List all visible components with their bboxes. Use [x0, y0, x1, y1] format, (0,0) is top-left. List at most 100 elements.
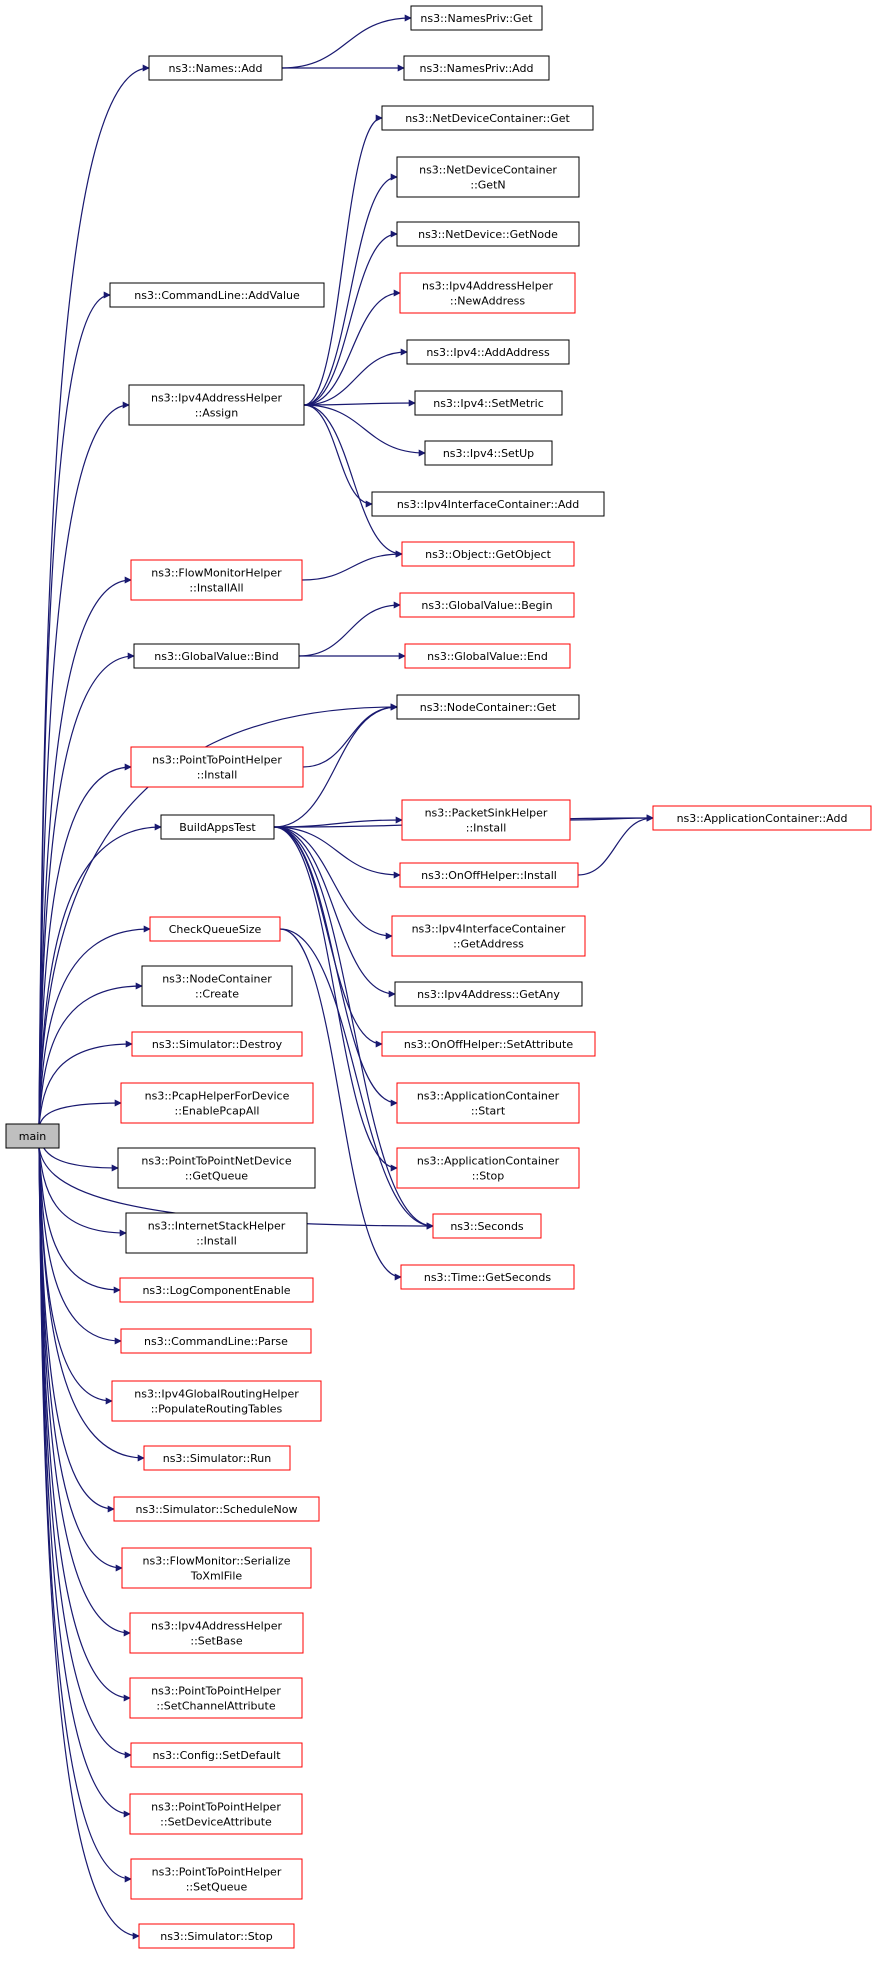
graph-node-logcomponentenable[interactable]: ns3::LogComponentEnable — [119, 1277, 314, 1303]
graph-node-ipv4globalroutinghelper-populateroutingtables[interactable]: ns3::Ipv4GlobalRoutingHelper::PopulateRo… — [111, 1380, 322, 1422]
call-edge — [38, 1040, 133, 1127]
graph-node-applicationcontainer-add[interactable]: ns3::ApplicationContainer::Add — [652, 805, 872, 831]
node-box — [399, 272, 576, 314]
graph-node-pointtopointhelper-setchannelattribute[interactable]: ns3::PointToPointHelper::SetChannelAttri… — [129, 1677, 303, 1719]
node-label: ns3::PointToPointNetDevice — [141, 1155, 291, 1168]
node-box — [129, 1793, 303, 1835]
node-box — [138, 1923, 295, 1949]
graph-node-ipv4-setup[interactable]: ns3::Ipv4::SetUp — [424, 440, 553, 466]
graph-node-pcaphelperfordevice-enablepcapall[interactable]: ns3::PcapHelperForDevice::EnablePcapAll — [120, 1082, 314, 1124]
node-box — [404, 643, 571, 669]
graph-node-simulator-run[interactable]: ns3::Simulator::Run — [143, 1445, 291, 1471]
graph-node-flowmonitorhelper-installall[interactable]: ns3::FlowMonitorHelper::InstallAll — [130, 559, 303, 601]
graph-node-nodecontainer-create[interactable]: ns3::NodeContainer::Create — [141, 965, 293, 1007]
node-box — [399, 592, 575, 618]
node-box — [149, 916, 281, 942]
graph-node-ipv4addresshelper-newaddress[interactable]: ns3::Ipv4AddressHelper::NewAddress — [399, 272, 576, 314]
node-label: ns3::Ipv4::SetUp — [443, 447, 534, 460]
node-label: ns3::ApplicationContainer::Add — [677, 812, 848, 825]
graph-node-netdevicecontainer-getn[interactable]: ns3::NetDeviceContainer::GetN — [396, 156, 580, 198]
graph-node-config-setdefault[interactable]: ns3::Config::SetDefault — [130, 1742, 303, 1768]
graph-node-namespriv-add[interactable]: ns3::NamesPriv::Add — [403, 55, 550, 81]
node-label: ::Install — [196, 1235, 237, 1248]
call-edge — [569, 814, 654, 822]
graph-node-buildappstest[interactable]: BuildAppsTest — [160, 814, 275, 840]
call-edge — [273, 816, 403, 828]
node-box — [381, 105, 594, 131]
node-label: ns3::PointToPointHelper — [151, 1685, 281, 1698]
graph-node-simulator-stop[interactable]: ns3::Simulator::Stop — [138, 1923, 295, 1949]
node-label: ::InstallAll — [189, 582, 243, 595]
node-label: ns3::Config::SetDefault — [152, 1749, 281, 1762]
node-label: ::EnablePcapAll — [175, 1105, 260, 1118]
graph-node-simulator-destroy[interactable]: ns3::Simulator::Destroy — [131, 1031, 303, 1057]
node-box — [131, 1031, 303, 1057]
graph-node-seconds[interactable]: ns3::Seconds — [432, 1213, 542, 1239]
graph-node-time-getseconds[interactable]: ns3::Time::GetSeconds — [400, 1264, 575, 1290]
graph-node-names-add[interactable]: ns3::Names::Add — [148, 55, 283, 81]
call-edge — [298, 601, 401, 657]
graph-node-globalvalue-begin[interactable]: ns3::GlobalValue::Begin — [399, 592, 575, 618]
call-edge — [279, 928, 402, 1281]
graph-node-ipv4addresshelper-assign[interactable]: ns3::Ipv4AddressHelper::Assign — [128, 384, 305, 426]
node-label: main — [19, 1130, 47, 1143]
graph-node-netdevice-getnode[interactable]: ns3::NetDevice::GetNode — [396, 221, 580, 247]
graph-node-onoffhelper-install[interactable]: ns3::OnOffHelper::Install — [399, 862, 579, 888]
node-label: ns3::PointToPointHelper — [152, 754, 282, 767]
node-box — [414, 390, 563, 416]
graph-node-ipv4addresshelper-setbase[interactable]: ns3::Ipv4AddressHelper::SetBase — [129, 1612, 304, 1654]
node-label: ::Assign — [195, 407, 238, 420]
node-label: ToXmlFile — [190, 1570, 243, 1583]
graph-node-commandline-addvalue[interactable]: ns3::CommandLine::AddValue — [109, 282, 325, 308]
graph-node-ipv4interfacecontainer-getaddress[interactable]: ns3::Ipv4InterfaceContainer::GetAddress — [391, 915, 586, 957]
node-label: ns3::Object::GetObject — [425, 548, 551, 561]
graph-node-globalvalue-bind[interactable]: ns3::GlobalValue::Bind — [133, 643, 300, 669]
graph-node-object-getobject[interactable]: ns3::Object::GetObject — [401, 541, 575, 567]
graph-node-ipv4-addaddress[interactable]: ns3::Ipv4::AddAddress — [406, 339, 570, 365]
graph-node-pointtopointhelper-setdeviceattribute[interactable]: ns3::PointToPointHelper::SetDeviceAttrib… — [129, 1793, 303, 1835]
node-label: ns3::GlobalValue::Begin — [421, 599, 552, 612]
node-box — [111, 1380, 322, 1422]
node-box — [424, 440, 553, 466]
graph-node-ipv4address-getany[interactable]: ns3::Ipv4Address::GetAny — [394, 981, 583, 1007]
graph-node-ipv4-setmetric[interactable]: ns3::Ipv4::SetMetric — [414, 390, 563, 416]
node-label: ns3::OnOffHelper::SetAttribute — [404, 1038, 573, 1051]
graph-node-pointtopointhelper-setqueue[interactable]: ns3::PointToPointHelper::SetQueue — [130, 1858, 303, 1900]
node-box — [401, 799, 571, 841]
graph-node-pointtopointhelper-install[interactable]: ns3::PointToPointHelper::Install — [130, 746, 304, 788]
call-edge — [279, 928, 434, 1230]
call-edge — [303, 114, 383, 406]
graph-node-globalvalue-end[interactable]: ns3::GlobalValue::End — [404, 643, 571, 669]
node-label: ns3::FlowMonitor::Serialize — [143, 1555, 291, 1568]
graph-node-internetstackhelper-install[interactable]: ns3::InternetStackHelper::Install — [125, 1212, 308, 1254]
graph-node-ipv4interfacecontainer-add[interactable]: ns3::Ipv4InterfaceContainer::Add — [371, 491, 605, 517]
node-label: ns3::ApplicationContainer — [417, 1155, 560, 1168]
graph-node-onoffhelper-setattribute[interactable]: ns3::OnOffHelper::SetAttribute — [381, 1031, 596, 1057]
graph-node-commandline-parse[interactable]: ns3::CommandLine::Parse — [120, 1328, 312, 1354]
node-box — [406, 339, 570, 365]
call-edge — [303, 399, 416, 407]
node-label: ns3::PointToPointHelper — [151, 1801, 281, 1814]
node-label: ns3::PcapHelperForDevice — [145, 1090, 290, 1103]
call-edge — [303, 230, 398, 406]
node-label: ns3::NodeContainer — [162, 973, 272, 986]
graph-node-applicationcontainer-stop[interactable]: ns3::ApplicationContainer::Stop — [396, 1147, 580, 1189]
node-label: ::Stop — [472, 1170, 504, 1183]
call-edge — [38, 1145, 140, 1940]
node-label: ns3::Simulator::Run — [163, 1452, 272, 1465]
node-label: ns3::PointToPointHelper — [152, 1866, 282, 1879]
call-edge — [38, 703, 398, 1127]
graph-node-checkqueuesize[interactable]: CheckQueueSize — [149, 916, 281, 942]
graph-node-namespriv-get[interactable]: ns3::NamesPriv::Get — [410, 5, 543, 31]
graph-node-pointtopointnetdevice-getqueue[interactable]: ns3::PointToPointNetDevice::GetQueue — [117, 1147, 316, 1189]
graph-node-packetsinkhelper-install[interactable]: ns3::PacketSinkHelper::Install — [401, 799, 571, 841]
node-box — [130, 559, 303, 601]
graph-node-nodecontainer-get[interactable]: ns3::NodeContainer::Get — [396, 694, 580, 720]
graph-node-main[interactable]: main — [5, 1123, 60, 1149]
graph-node-applicationcontainer-start[interactable]: ns3::ApplicationContainer::Start — [396, 1082, 580, 1124]
graph-node-netdevicecontainer-get[interactable]: ns3::NetDeviceContainer::Get — [381, 105, 594, 131]
call-edge — [38, 1099, 122, 1127]
graph-node-simulator-schedulenow[interactable]: ns3::Simulator::ScheduleNow — [113, 1496, 320, 1522]
node-box — [113, 1496, 320, 1522]
